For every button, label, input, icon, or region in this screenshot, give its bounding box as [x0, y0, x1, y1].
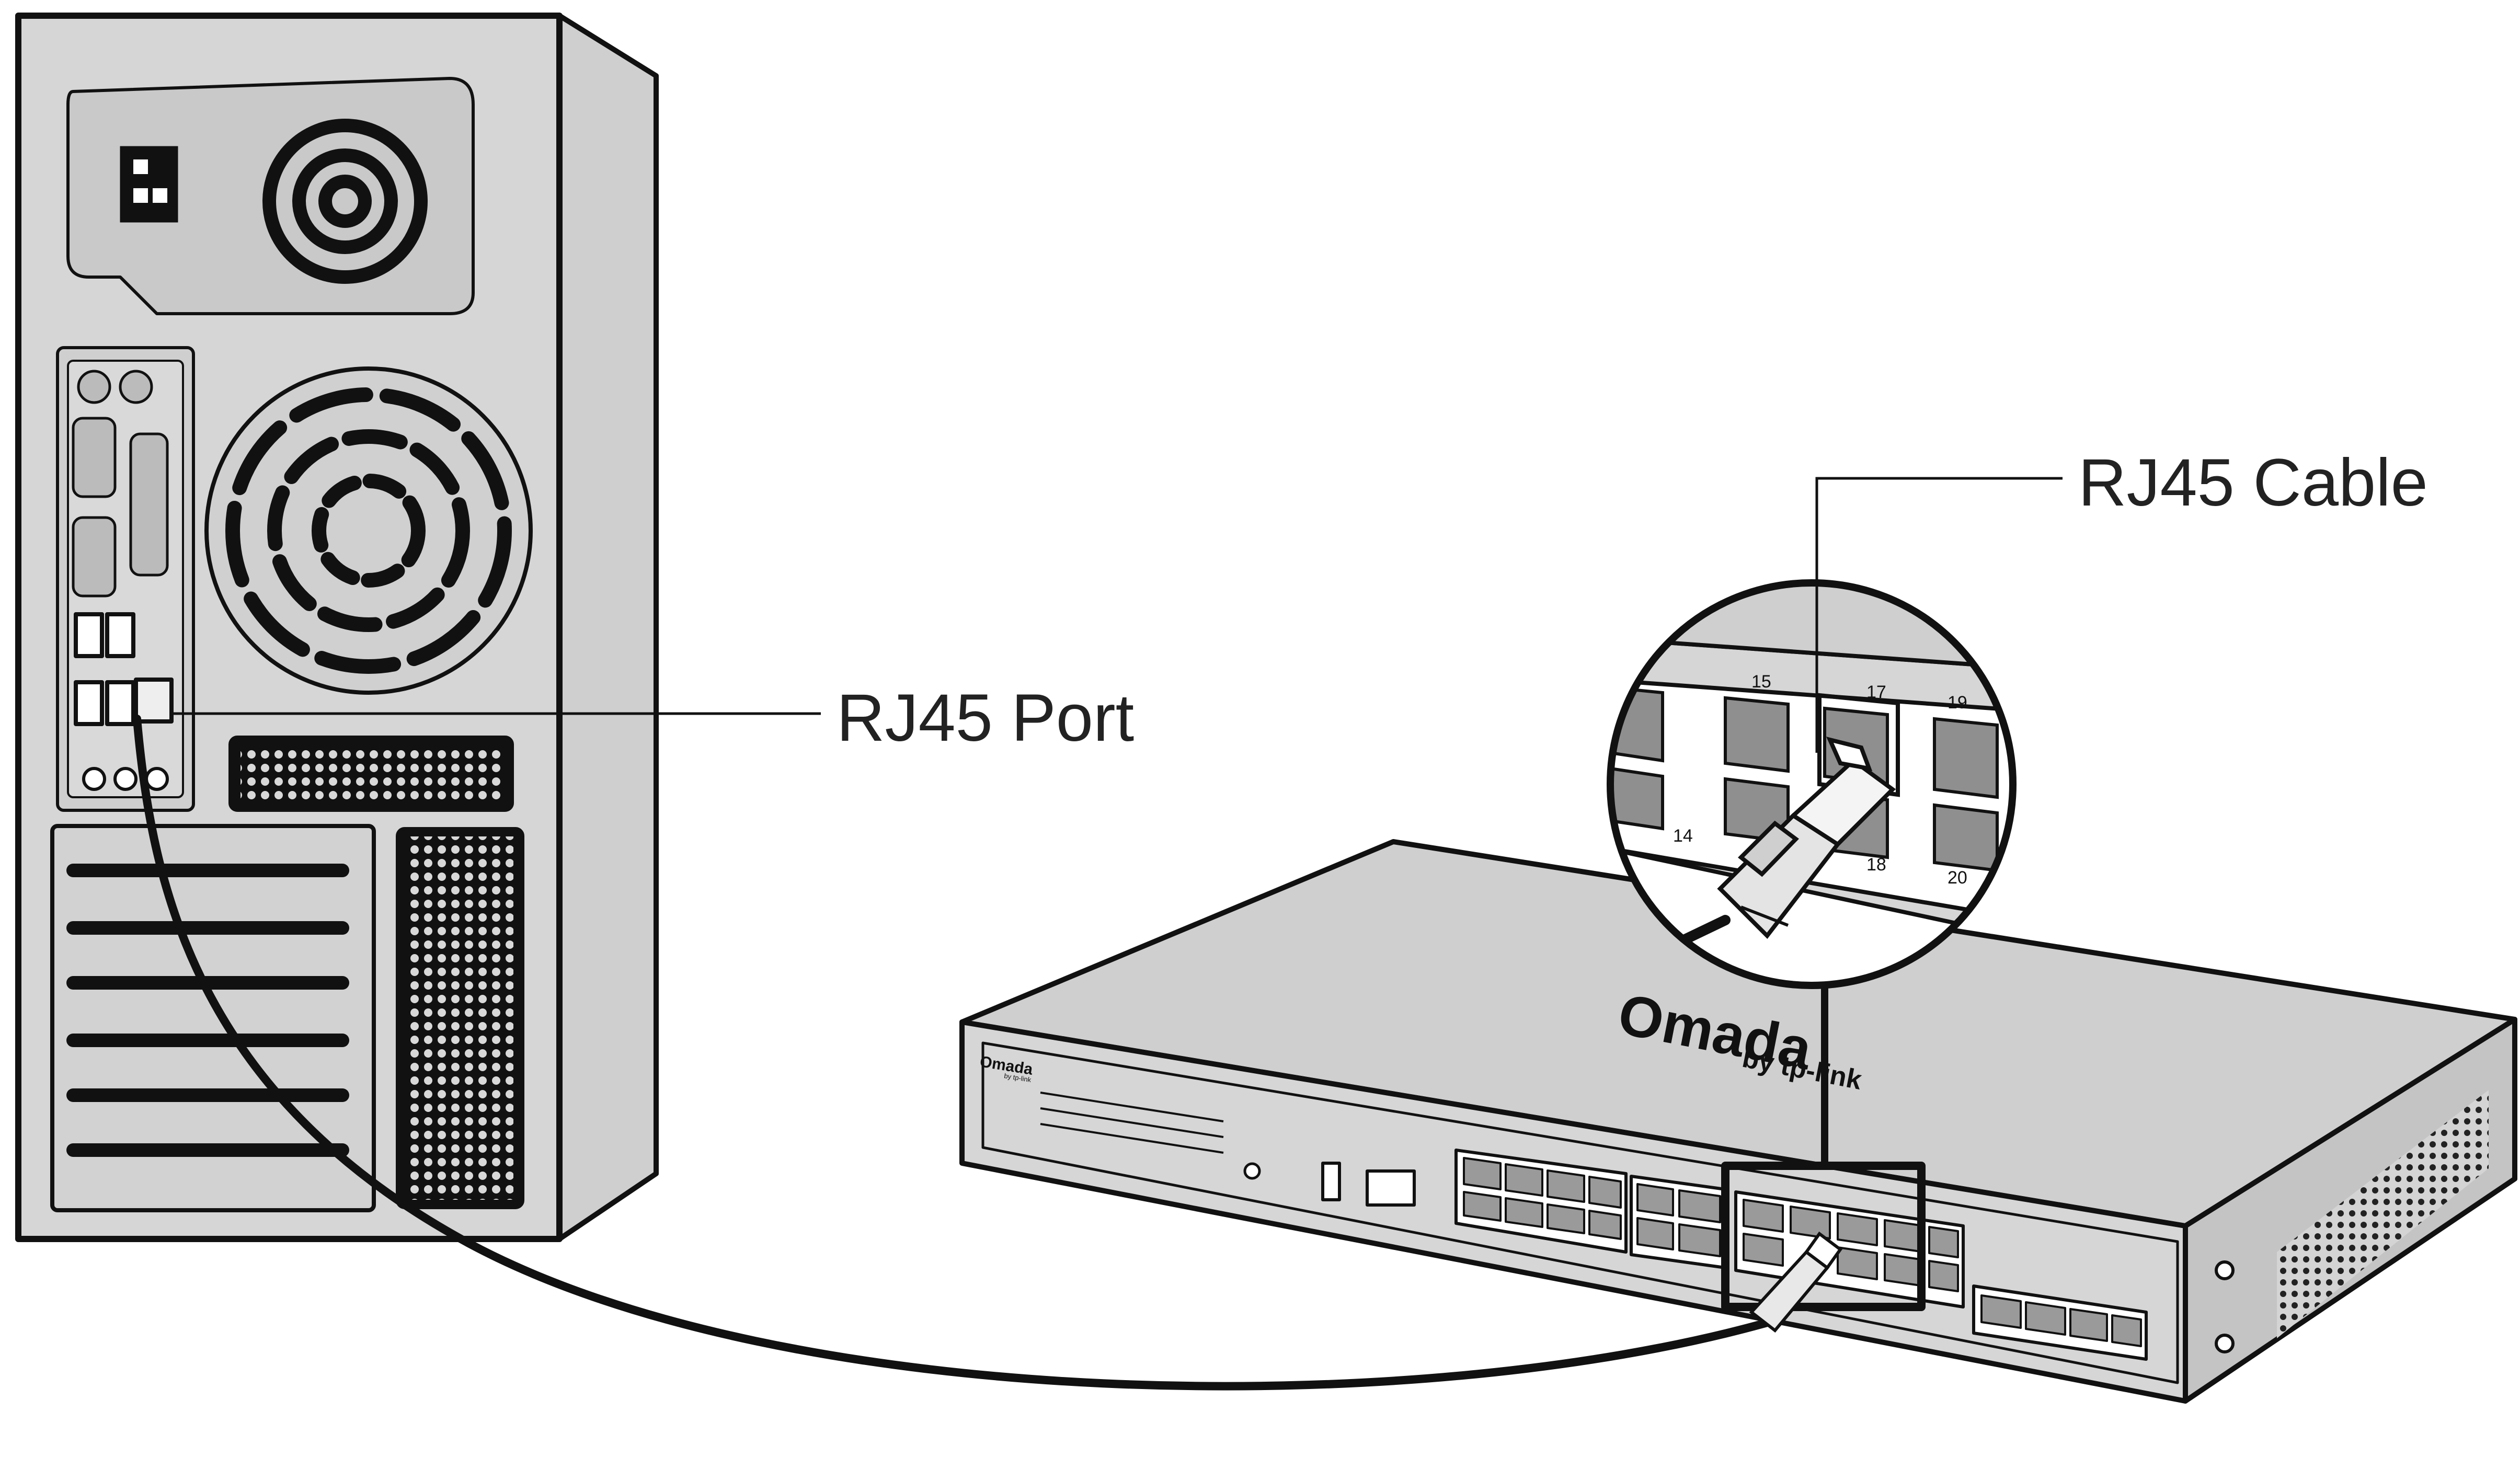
sfp-ports — [1972, 1284, 2148, 1361]
power-switch-icon — [120, 146, 178, 223]
ps2-ports — [77, 370, 153, 404]
zoom-highlight-port — [1817, 693, 1900, 797]
zoom-port-number-17: 17 — [1866, 682, 1886, 702]
side-screws — [2215, 1260, 2235, 1353]
status-led-rows — [1040, 1092, 1224, 1154]
rj45-connector-zoom — [1717, 737, 1896, 939]
rj45-port-label: RJ45 Port — [837, 681, 1135, 755]
zoom-port-number-15: 15 — [1751, 672, 1771, 692]
reset-button — [1243, 1162, 1261, 1180]
port-bank-1 — [1454, 1149, 1628, 1254]
zoom-circle-border — [1607, 579, 2017, 989]
cable-line — [133, 715, 1771, 1391]
zoom-ports-top — [1610, 685, 1999, 799]
usb-ports-upper — [74, 612, 135, 658]
rj45-cable — [133, 715, 1843, 1391]
zoom-port-number-14: 14 — [1673, 826, 1693, 846]
callout-lines — [170, 477, 2063, 753]
usb-port — [1321, 1162, 1341, 1201]
power-socket-icon — [262, 119, 428, 284]
network-switch: Omada by tp-link Omada by tp-link — [959, 839, 2517, 1404]
fan-grille — [204, 366, 533, 695]
rj45-connector-switch — [1749, 1231, 1843, 1333]
pc-rj45-port — [134, 678, 174, 724]
console-port — [1366, 1169, 1416, 1207]
zoom-port-number-20: 20 — [1948, 868, 1967, 888]
port-bank-2 — [1630, 1175, 1727, 1269]
usb-ports-lower — [74, 680, 135, 726]
computer-tower — [15, 13, 659, 1242]
zoom-port-number-19: 19 — [1948, 693, 1967, 713]
zoom-port-number-18: 18 — [1866, 855, 1886, 875]
serial-ports — [72, 417, 169, 598]
rj45-cable-label: RJ45 Cable — [2078, 445, 2428, 520]
audio-jacks — [82, 767, 169, 791]
zoom-callout: 15 17 19 14 18 20 — [1607, 579, 2017, 1166]
cable-callout-line — [1815, 477, 2063, 753]
